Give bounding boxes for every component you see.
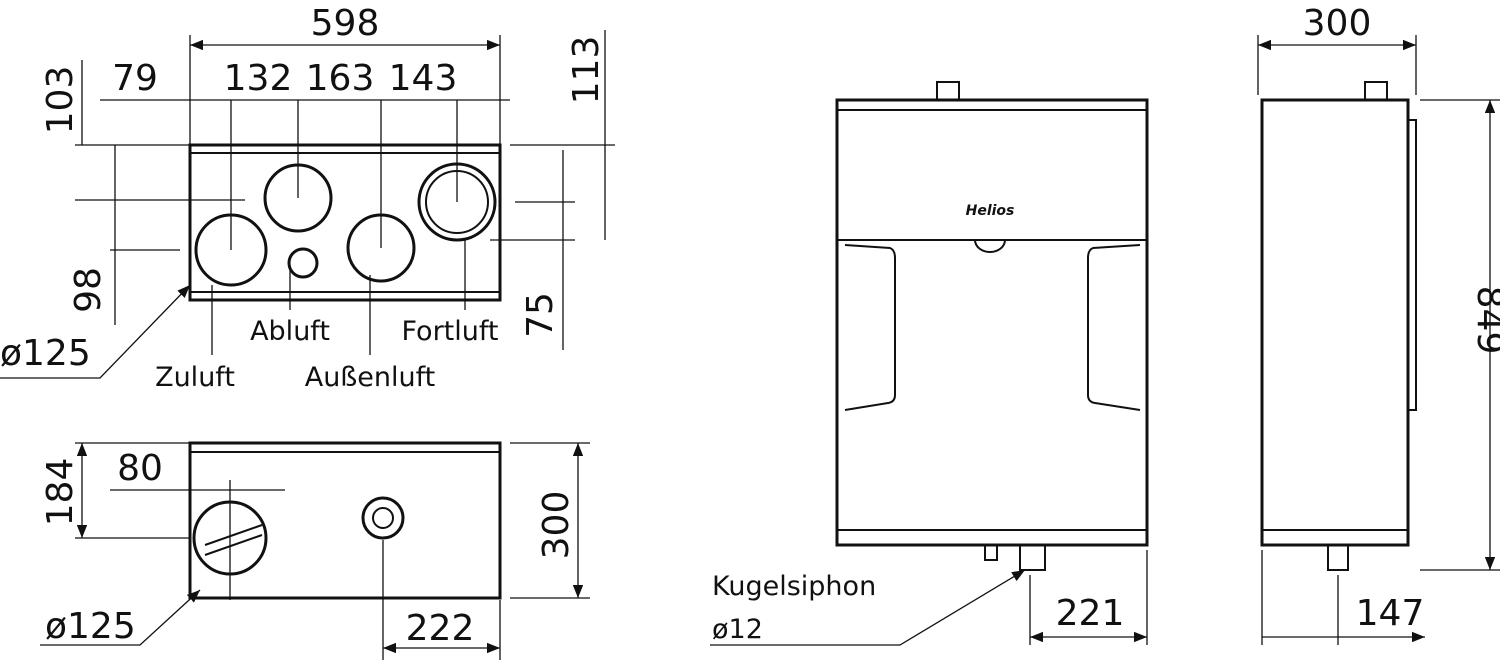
helios-logo: Helios	[966, 203, 1015, 219]
label-siphon-diameter: ø12	[712, 614, 763, 645]
label-abluft: Abluft	[250, 316, 330, 347]
dim-80: 80	[117, 448, 163, 489]
dim-103: 103	[40, 66, 81, 135]
condensate-knob	[287, 247, 319, 279]
dim-diameter-top: ø125	[0, 333, 91, 374]
dim-147: 147	[1356, 593, 1425, 634]
dim-143: 143	[389, 58, 458, 99]
dim-222: 222	[406, 608, 475, 649]
dim-184: 184	[40, 458, 81, 527]
dim-132: 132	[224, 58, 293, 99]
dim-113: 113	[566, 36, 607, 105]
dim-221: 221	[1056, 593, 1125, 634]
dim-diameter-bottom: ø125	[45, 606, 136, 647]
side-view: 300 849 147	[1257, 3, 1500, 645]
dim-300-bottom: 300	[536, 491, 577, 560]
dim-height: 849	[1469, 286, 1500, 355]
dim-98: 98	[68, 267, 109, 313]
top-view: 598 79 132 163 143 103 98 113 75 ø125 Zu…	[0, 3, 615, 393]
dim-79: 79	[112, 58, 158, 99]
bottom-view: 184 80 300 ø125 222	[40, 441, 590, 660]
label-fortluft: Fortluft	[401, 316, 498, 347]
dim-depth: 300	[1303, 3, 1372, 44]
siphon-knob	[361, 496, 405, 540]
label-aussenluft: Außenluft	[305, 362, 436, 393]
label-kugelsiphon: Kugelsiphon	[712, 571, 876, 602]
label-zuluft: Zuluft	[155, 362, 235, 393]
dim-width: 598	[311, 3, 380, 44]
top-connector	[936, 81, 960, 101]
front-view: Helios Kugelsiphon ø12 221	[710, 81, 1149, 646]
dim-163: 163	[306, 58, 375, 99]
dim-75: 75	[520, 292, 561, 338]
